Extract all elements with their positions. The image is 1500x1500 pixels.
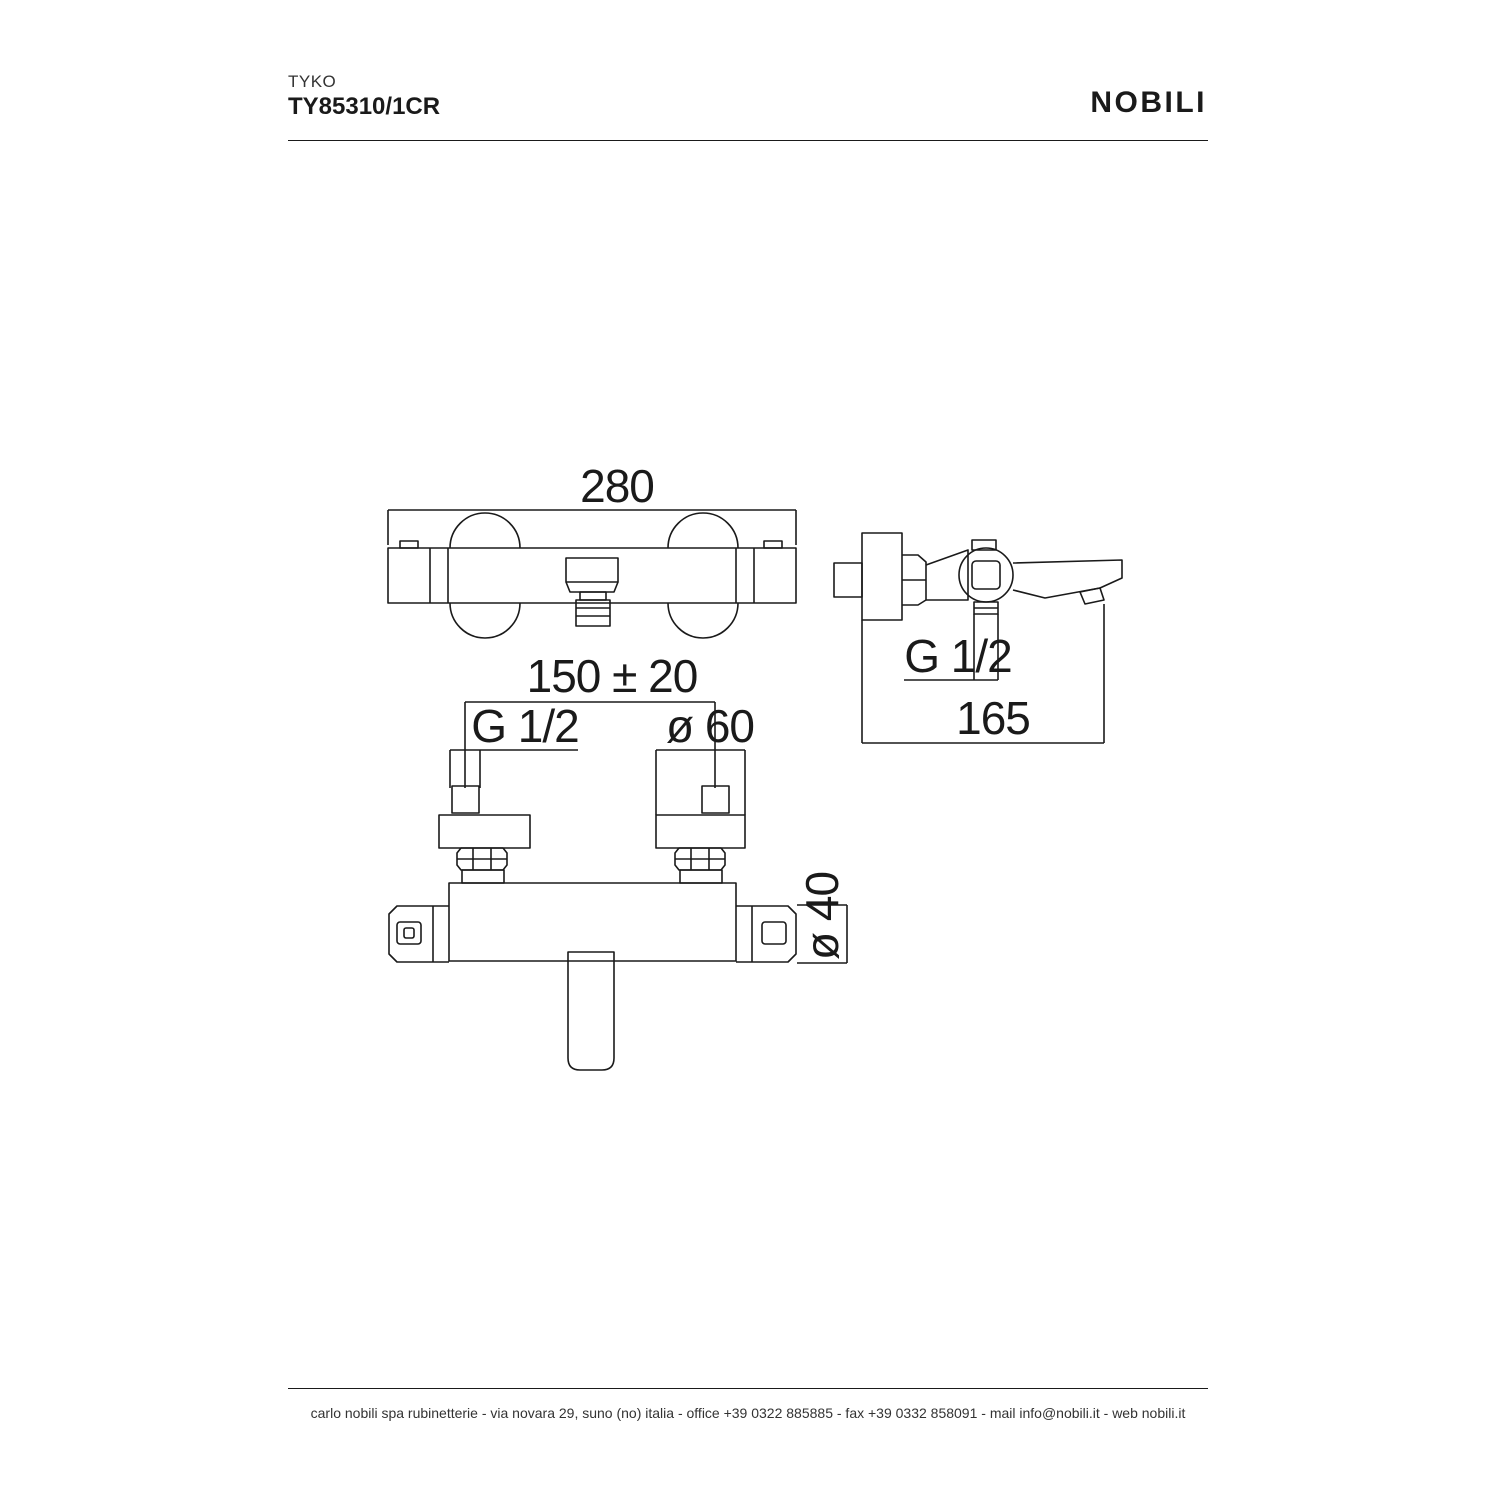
footer-rule: [288, 1388, 1208, 1389]
flange-right: [655, 814, 746, 849]
footer-contact: carlo nobili spa rubinetterie - via nova…: [310, 1405, 1186, 1421]
outlet-nut: [579, 591, 607, 601]
side-view: G 1/2 165: [833, 532, 1123, 744]
body-top: [387, 547, 797, 604]
dim-label-phi60: ø 60: [666, 700, 754, 752]
nut-collar-right: [679, 869, 723, 884]
flange-disc-top: [667, 512, 739, 549]
spout-front: [567, 951, 615, 1071]
spout-tip: [1079, 587, 1105, 605]
spout: [1012, 559, 1123, 599]
inlet-stub: [833, 562, 863, 598]
eccentric-nut: [902, 554, 927, 606]
handle-left: [388, 905, 449, 963]
top-cap: [971, 539, 997, 551]
brand-logo: NOBILI: [1090, 86, 1207, 119]
body-front: [448, 882, 737, 962]
nut-collar-left: [461, 869, 505, 884]
dim-label-150: 150 ± 20: [527, 650, 698, 702]
inlet-stub-right: [701, 785, 730, 814]
dim-label-g12-side: G 1/2: [904, 630, 1012, 682]
outlet-connector: [575, 599, 611, 627]
flange-disc-bottom: [449, 602, 521, 639]
handle-tab: [399, 540, 419, 549]
wall-flange: [861, 532, 903, 621]
outlet-cap: [565, 581, 619, 593]
dim-label-phi40: ø 40: [796, 872, 848, 960]
flange-disc-bottom: [667, 602, 739, 639]
flange-disc-top: [449, 512, 521, 549]
dim-label-165: 165: [956, 692, 1030, 744]
body-circle: [958, 547, 1014, 603]
flange-left: [438, 814, 531, 849]
button-left: [396, 921, 422, 945]
connector-arm: [925, 549, 969, 601]
front-view: 150 ± 20 G 1/2 ø 60: [388, 650, 848, 1071]
button-right: [761, 921, 787, 945]
series-name: TYKO: [288, 72, 337, 91]
top-view: 280: [387, 460, 797, 639]
handle-right: [736, 905, 797, 963]
inlet-stub-left: [451, 785, 480, 814]
header-rule: [288, 140, 1208, 141]
handle-square: [971, 560, 1001, 590]
model-code: TY85310/1CR: [288, 93, 441, 120]
dim-label-280: 280: [580, 460, 654, 512]
button-inner: [403, 927, 415, 939]
handle-tab: [763, 540, 783, 549]
outlet-block: [565, 557, 619, 583]
dim-label-g12-front: G 1/2: [471, 700, 579, 752]
